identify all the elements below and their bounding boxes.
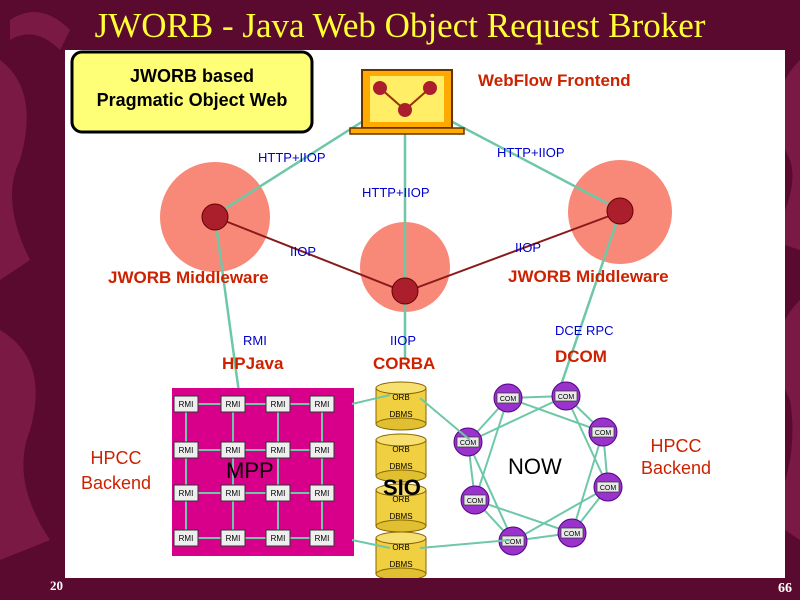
middleware-label-right: JWORB Middleware: [508, 267, 669, 286]
mpp-node: [265, 529, 291, 547]
frontend-label: WebFlow Frontend: [478, 71, 631, 90]
hpjava-label: HPJava: [222, 354, 284, 373]
backend-left-line2: Backend: [81, 473, 151, 493]
com-node-label: COM: [595, 430, 612, 437]
mpp-node-label: RMI: [179, 446, 194, 455]
mpp-label: MPP: [226, 458, 274, 483]
mpp-node: [265, 395, 291, 413]
protocol-iiop-right: IIOP: [515, 240, 541, 255]
callout-line1: JWORB based: [130, 66, 254, 86]
protocol-dce-rpc: DCE RPC: [555, 323, 614, 338]
mpp-node: [220, 395, 246, 413]
mpp-grid: RMI RMI RMI RMI RMI RMI RMI RMI RMI RMI RMI RMI RMI R…: [172, 388, 354, 556]
mpp-node-label: RMI: [315, 446, 330, 455]
diagram-panel: JWORB based Pragmatic Object Web WebFlow…: [65, 50, 785, 581]
mpp-node-label: RMI: [179, 534, 194, 543]
webflow-monitor-icon: [349, 69, 465, 135]
com-node-label: COM: [564, 531, 581, 538]
now-label: NOW: [508, 454, 562, 479]
backend-left-line1: HPCC: [90, 448, 141, 468]
callout-box: [70, 50, 314, 134]
protocol-http-right: HTTP+IIOP: [497, 145, 565, 160]
mpp-node: [309, 529, 335, 547]
footer-left: 20: [50, 578, 63, 593]
mpp-node: [173, 395, 199, 413]
protocol-iiop-left: IIOP: [290, 244, 316, 259]
com-node-label: COM: [600, 485, 617, 492]
middleware-node-left: [201, 203, 229, 231]
com-node-label: COM: [500, 396, 517, 403]
mpp-node-label: RMI: [315, 400, 330, 409]
backend-right-line2: Backend: [641, 458, 711, 478]
database-cylinder: ORB DBMS: [375, 433, 427, 483]
backend-right-line1: HPCC: [650, 436, 701, 456]
mpp-node-label: RMI: [271, 400, 286, 409]
db-node-top-label: ORB: [392, 543, 409, 552]
db-node-top-label: ORB: [392, 445, 409, 454]
mpp-node: [220, 529, 246, 547]
mpp-node-label: RMI: [271, 489, 286, 498]
mpp-node-label: RMI: [179, 489, 194, 498]
protocol-http-left: HTTP+IIOP: [258, 150, 326, 165]
sio-label: SIO: [383, 475, 421, 500]
protocol-rmi: RMI: [243, 333, 267, 348]
slide-title: JWORB - Java Web Object Request Broker: [94, 6, 706, 45]
middleware-node-right: [606, 197, 634, 225]
diagram: JWORB based Pragmatic Object Web WebFlow…: [70, 50, 711, 581]
db-node-top-label: ORB: [392, 393, 409, 402]
com-node-label: COM: [505, 539, 522, 546]
mpp-node: [309, 441, 335, 459]
callout-line2: Pragmatic Object Web: [97, 90, 288, 110]
iiop-links: [214, 211, 621, 293]
db-node-bottom-label: DBMS: [389, 462, 412, 471]
mpp-node-label: RMI: [179, 400, 194, 409]
mpp-node: [265, 441, 291, 459]
protocol-iiop-corba: IIOP: [390, 333, 416, 348]
mpp-node: [265, 484, 291, 502]
sio-database-stack: ORB DBMS ORB DBMS ORB DBMS ORB DBMS: [375, 381, 427, 581]
mpp-node: [220, 441, 246, 459]
com-node-label: COM: [460, 440, 477, 447]
mpp-node-label: RMI: [226, 489, 241, 498]
middleware-node-center: [391, 277, 419, 305]
database-cylinder: ORB DBMS: [375, 531, 427, 581]
com-node-label: COM: [558, 394, 575, 401]
mpp-node: [173, 484, 199, 502]
mpp-node: [220, 484, 246, 502]
corba-label: CORBA: [373, 354, 435, 373]
dcom-label: DCOM: [555, 347, 607, 366]
mpp-node: [173, 529, 199, 547]
protocol-http-center: HTTP+IIOP: [362, 185, 430, 200]
mpp-node: [309, 484, 335, 502]
database-cylinder: ORB DBMS: [375, 483, 427, 533]
mpp-node-label: RMI: [271, 534, 286, 543]
mpp-node-label: RMI: [315, 489, 330, 498]
middleware-label-left: JWORB Middleware: [108, 268, 269, 287]
mpp-node-label: RMI: [226, 534, 241, 543]
mpp-node-label: RMI: [271, 446, 286, 455]
db-node-bottom-label: DBMS: [389, 512, 412, 521]
cluster-links: [351, 394, 511, 549]
http-links: [213, 116, 622, 401]
mpp-node-label: RMI: [226, 400, 241, 409]
mpp-node: [173, 441, 199, 459]
mpp-node: [309, 395, 335, 413]
db-node-bottom-label: DBMS: [389, 560, 412, 569]
mpp-node-label: RMI: [226, 446, 241, 455]
now-cluster: COM COM COM COM COM COM COM COM: [453, 381, 623, 556]
mpp-node-label: RMI: [315, 534, 330, 543]
db-node-top-label: ORB: [392, 495, 409, 504]
com-node-label: COM: [467, 498, 484, 505]
page-number: 66: [778, 581, 792, 596]
database-cylinder: ORB DBMS: [375, 381, 427, 431]
db-node-bottom-label: DBMS: [389, 410, 412, 419]
